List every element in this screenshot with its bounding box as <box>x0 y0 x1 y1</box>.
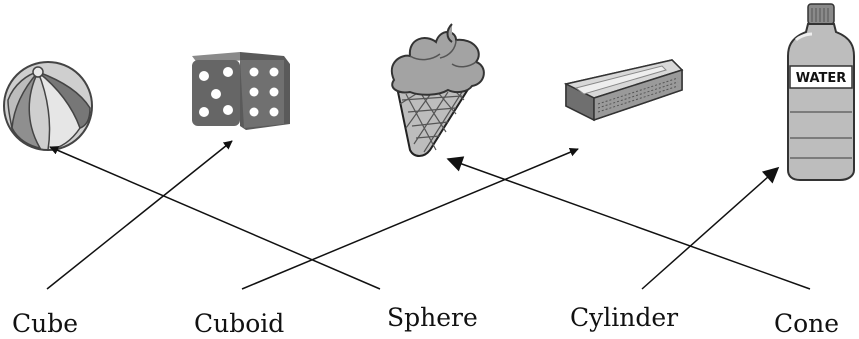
label-cube: Cube <box>12 309 78 338</box>
beach-ball-icon <box>3 61 93 151</box>
arrow-cuboid-to-matchbox <box>241 147 579 290</box>
arrow-cone-to-icecream <box>446 156 811 290</box>
dice-icon <box>192 52 290 130</box>
arrow-sphere-to-ball <box>49 146 381 290</box>
label-sphere: Sphere <box>387 303 478 332</box>
label-cone: Cone <box>774 309 839 338</box>
water-bottle-icon: WATER <box>787 3 855 181</box>
label-cuboid: Cuboid <box>194 309 284 338</box>
matching-arrows <box>46 140 811 290</box>
ice-cream-cone-icon <box>391 23 485 157</box>
matchbox-icon <box>563 59 684 122</box>
arrow-cube-to-dice <box>46 140 233 290</box>
label-cylinder: Cylinder <box>570 303 678 332</box>
arrow-cylinder-to-bottle <box>641 166 780 290</box>
bottle-label: WATER <box>796 71 847 86</box>
